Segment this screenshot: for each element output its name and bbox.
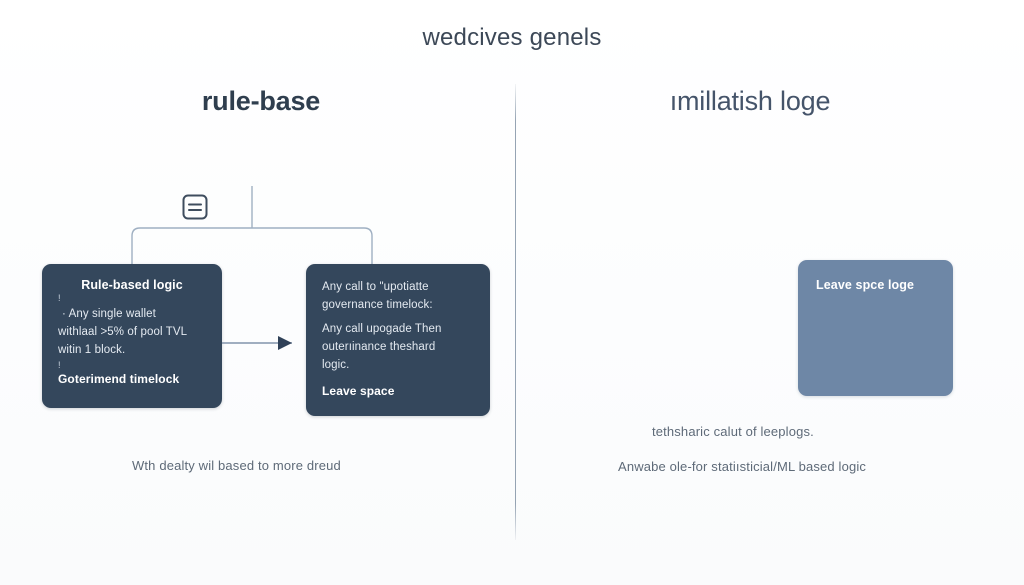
card-title: Leave spce loge bbox=[816, 278, 915, 292]
card-line: ! bbox=[58, 293, 61, 303]
card-rule-based-logic[interactable]: Rule-based logic ! · Any single wallet w… bbox=[42, 264, 222, 408]
card-title: Rule-based logic bbox=[81, 278, 183, 292]
tree-connector bbox=[120, 186, 420, 272]
column-heading-right: ımillatish loge bbox=[669, 86, 831, 116]
card-footer-label: Leave space bbox=[322, 384, 395, 398]
card-line: logic. bbox=[322, 359, 350, 371]
card-governance-timelock[interactable]: Any call to "upotiatte governance timelo… bbox=[306, 264, 490, 416]
caption-right-secondary: Anwabe ole-for statiısticial/ML based lo… bbox=[618, 459, 867, 474]
card-line: Any call to "upotiatte bbox=[322, 281, 429, 293]
flow-arrow-icon bbox=[222, 334, 310, 352]
card-footer-label: Goterimend timelock bbox=[58, 372, 180, 386]
card-line: governance timelock: bbox=[322, 299, 433, 311]
caption-right-primary: tethsharic calut of leeplogs. bbox=[652, 424, 814, 439]
card-line: Any call upogade Then bbox=[322, 323, 442, 335]
caption-left: Wth dealty wil based to more dreud bbox=[132, 458, 341, 473]
card-line: withlaal >5% of pool TVL bbox=[58, 326, 188, 338]
page-title: wedcives genels bbox=[422, 24, 602, 51]
card-line: · Any single wallet bbox=[62, 308, 156, 320]
document-list-icon bbox=[178, 190, 212, 224]
card-ml-placeholder[interactable]: Leave spce loge bbox=[798, 260, 953, 396]
card-line: outerıinance theshard bbox=[322, 341, 436, 353]
column-heading-left: rule-base bbox=[201, 86, 321, 116]
card-line: witin 1 block. bbox=[58, 344, 126, 356]
column-divider bbox=[515, 84, 516, 540]
card-line: ! bbox=[58, 360, 61, 370]
